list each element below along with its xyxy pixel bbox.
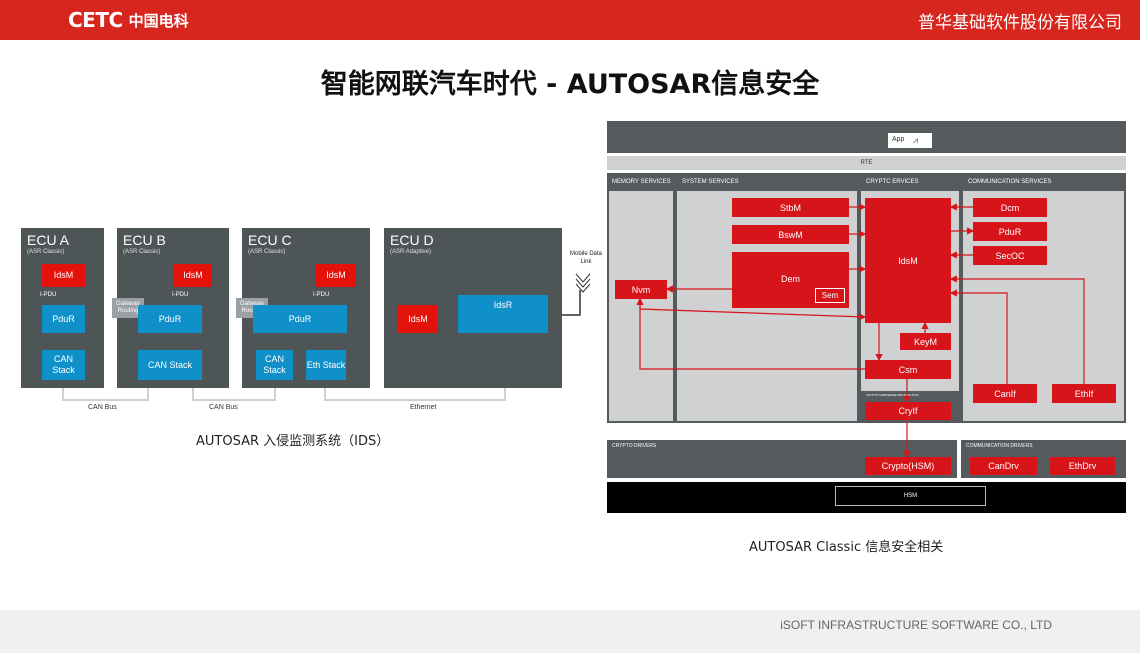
app-box: App ⩘ (888, 133, 932, 148)
ecu-b-name: ECU B (123, 232, 166, 248)
app-label: App (892, 136, 905, 143)
secoc-module: SecOC (973, 246, 1047, 265)
ecu-a-ipdu-label: I-PDU (40, 292, 57, 298)
keym-module: KeyM (900, 333, 951, 350)
candrv-module: CanDrv (970, 457, 1037, 475)
crypto-hsm-module: Crypto(HSM) (865, 457, 951, 475)
memory-services-header: MEMORY SERVICES (612, 179, 671, 185)
ecu-b-ipdu-label: I-PDU (172, 292, 189, 298)
crypto-drivers-header: CRYPTO DRIVERS (612, 443, 657, 449)
ecu-a-name: ECU A (27, 232, 70, 248)
ecu-c-pdur: PduR (253, 305, 347, 333)
ecu-c-sub: (ASR Classic) (248, 249, 286, 255)
comm-drivers-header: COMMUNICATION DRIVERS (966, 443, 1033, 449)
ecu-c-eth-stack: Eth Stack (306, 350, 346, 380)
application-layer (607, 121, 1126, 153)
bswm-module: BswM (732, 225, 849, 244)
ecu-c-ipdu-label: I-PDU (313, 292, 330, 298)
can-bus-label-1: CAN Bus (88, 404, 117, 411)
cryif-module: CryIf (865, 402, 951, 420)
idsm-module: IdsM (865, 198, 951, 323)
pdur-module: PduR (973, 222, 1047, 241)
autosar-architecture: App ⩘ RTE MEMORY SERVICES SYSTEM SERVICE… (607, 121, 1126, 513)
comm-services-header: COMMUNICATION SERVICES (968, 179, 1052, 185)
ecu-d-name: ECU D (390, 232, 434, 248)
ecu-c-can-stack: CAN Stack (256, 350, 293, 380)
ecu-d-idsr: IdsR (458, 295, 548, 333)
footer-bar: iSOFT INFRASTRUCTURE SOFTWARE CO., LTD (0, 610, 1140, 653)
ecu-b-can-stack: CAN Stack (138, 350, 202, 380)
memory-services-area (609, 191, 673, 421)
rte-layer: RTE (607, 156, 1126, 170)
ecu-a-pdur: PduR (42, 305, 85, 333)
ecu-b-gateway-routing: Gateway Routing (112, 298, 144, 318)
slide-title: 智能网联汽车时代 - AUTOSAR信息安全 (320, 69, 820, 100)
ecu-a-can-stack: CAN Stack (42, 350, 85, 380)
ecu-c-name: ECU C (248, 232, 292, 248)
mobile-data-link-label: Mobile Data Link (569, 251, 602, 265)
company-name: 普华基础软件股份有限公司 (918, 13, 1122, 33)
dcm-module: Dcm (973, 198, 1047, 217)
ids-caption: AUTOSAR 入侵监测系统（IDS） (196, 434, 390, 449)
footer-company: iSOFT INFRASTRUCTURE SOFTWARE CO., LTD (780, 618, 1052, 632)
ecu-c-idsm: IdsM (316, 264, 356, 287)
ethernet-label: Ethernet (410, 404, 437, 411)
sem-module: Sem (815, 288, 845, 303)
hsm-box: HSM (835, 486, 986, 506)
ecu-a-idsm: IdsM (42, 264, 85, 287)
crypto-services-header: CRYPTC ERVICES (866, 179, 919, 185)
ecu-b-sub: (ASR Classic) (123, 249, 161, 255)
ecu-d-sub: (ASR Adaptive) (390, 249, 432, 255)
ecu-d-idsm: IdsM (398, 305, 438, 333)
canif-module: CanIf (973, 384, 1037, 403)
arch-caption: AUTOSAR Classic 信息安全相关 (749, 540, 944, 555)
stbm-module: StbM (732, 198, 849, 217)
logo-mark: CETC (68, 8, 123, 32)
arch-connection-lines (636, 203, 1085, 459)
ethif-module: EthIf (1052, 384, 1116, 403)
cetc-logo: CETC 中国电科 (68, 8, 189, 32)
hsm-layer (607, 482, 1126, 513)
chart-icon: ⩘ (913, 135, 919, 145)
ecu-b-idsm: IdsM (174, 264, 212, 287)
ethdrv-module: EthDrv (1050, 457, 1115, 475)
nvm-module: Nvm (615, 280, 667, 299)
csm-module: Csm (865, 360, 951, 379)
header-bar: CETC 中国电科 普华基础软件股份有限公司 (0, 0, 1140, 40)
system-services-header: SYSTEM SERVICES (682, 179, 739, 185)
ecu-a-sub: (ASR Classic) (27, 249, 65, 255)
can-bus-label-2: CAN Bus (209, 404, 238, 411)
crypto-abstraction-header: CRYPTO HARDWARE ABSTRACTION (866, 393, 919, 397)
ecu-b-pdur: PduR (138, 305, 202, 333)
logo-text: 中国电科 (128, 11, 189, 30)
